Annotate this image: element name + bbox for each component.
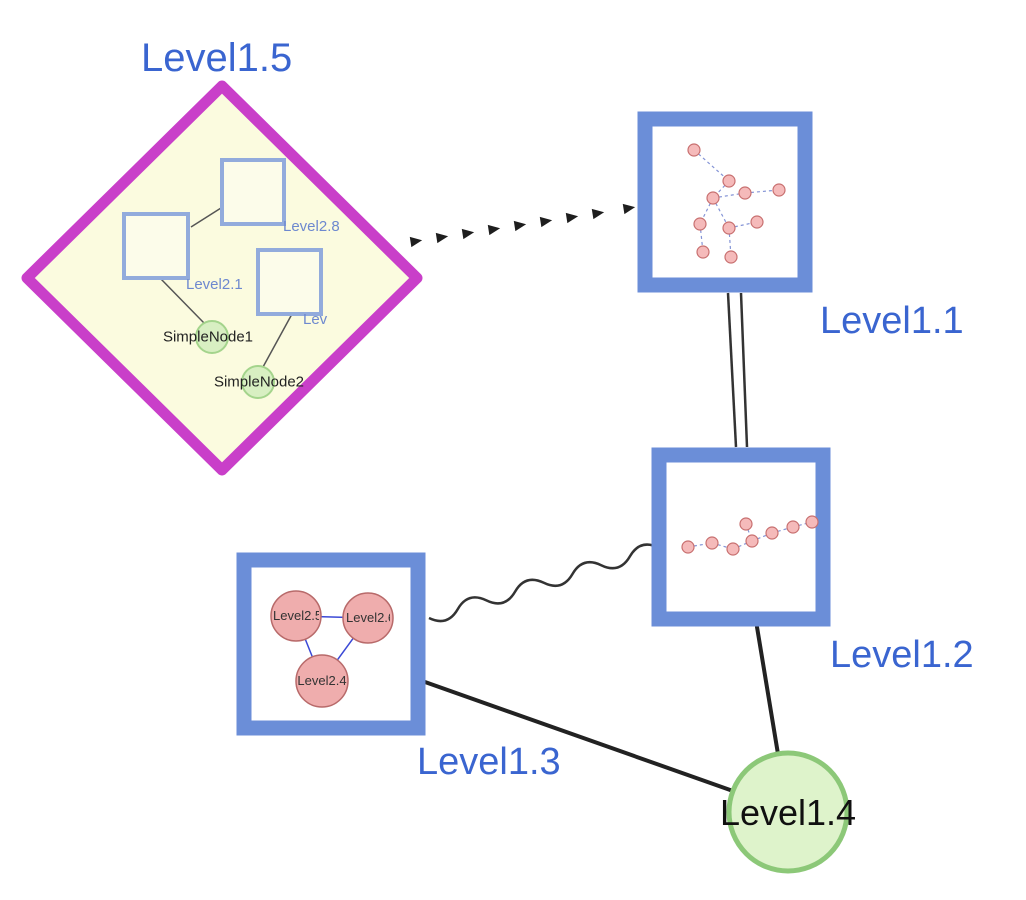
subgraph-node[interactable] — [693, 217, 707, 231]
node-level11-shape[interactable] — [637, 111, 813, 293]
node-level14-label: Level1.4 — [719, 792, 857, 833]
node-level24-shape[interactable] — [295, 654, 349, 708]
node-level13-label: Level1.3 — [417, 741, 561, 783]
edge-level15-level11[interactable] — [391, 203, 636, 248]
subgraph-node[interactable] — [726, 542, 740, 556]
subgraph-node[interactable] — [786, 520, 800, 534]
node-level21-shape[interactable] — [122, 212, 190, 280]
subgraph-node[interactable] — [765, 526, 779, 540]
subgraph-node[interactable] — [772, 183, 786, 197]
edge-level13-level12[interactable] — [428, 543, 660, 623]
subgraph-node[interactable] — [750, 215, 764, 229]
subgraph-node[interactable] — [805, 515, 819, 529]
subgraph-node[interactable] — [706, 191, 720, 205]
node-level12-label: Level1.2 — [830, 634, 974, 676]
node-simplenode1-label: SimpleNode1 — [162, 328, 254, 346]
subgraph-edge — [699, 223, 704, 253]
subgraph-edge — [693, 149, 730, 182]
node-level24-label: Level2.4 — [297, 673, 347, 688]
node-level25-shape[interactable] — [270, 590, 322, 642]
node-level25-label: Level2.5 — [273, 608, 319, 623]
subgraph-level13 — [270, 590, 394, 708]
node-level26-shape[interactable] — [342, 592, 394, 644]
node-lev-shape[interactable] — [256, 248, 323, 316]
node-level14-shape[interactable] — [726, 750, 850, 874]
subgraph-level11 — [687, 143, 786, 264]
node-level21-label: Level2.1 — [186, 276, 243, 293]
subgraph-node[interactable] — [687, 143, 701, 157]
subgraph-node[interactable] — [681, 540, 695, 554]
node-level26-label: Level2.6 — [346, 610, 390, 625]
subgraph-node[interactable] — [724, 250, 738, 264]
edge-lev-simplenode2[interactable] — [262, 313, 293, 368]
node-simplenode2-shape[interactable] — [241, 365, 275, 399]
edge-level13-level14[interactable] — [423, 680, 735, 793]
edge-level11-level12[interactable] — [726, 292, 749, 448]
node-simplenode1-shape[interactable] — [195, 320, 229, 354]
subgraph-node[interactable] — [739, 517, 753, 531]
node-simplenode2-label: SimpleNode2 — [213, 373, 305, 391]
subgraph-node[interactable] — [696, 245, 710, 259]
edge-level21-simplenode1[interactable] — [159, 277, 205, 324]
node-level12-shape[interactable] — [651, 447, 831, 627]
subgraph-edge — [728, 221, 758, 229]
subgraph-node[interactable] — [745, 534, 759, 548]
subgraph-node[interactable] — [738, 186, 752, 200]
node-level11-label: Level1.1 — [820, 300, 964, 342]
node-level15-label: Level1.5 — [141, 36, 293, 80]
node-lev-label: Lev — [303, 311, 328, 328]
subgraph-level12 — [681, 515, 819, 556]
edge-level28-level21[interactable] — [190, 207, 222, 228]
node-level15-shape[interactable] — [21, 80, 423, 476]
node-level28-label: Level2.8 — [283, 218, 340, 235]
subgraph-node[interactable] — [722, 221, 736, 235]
subgraph-node[interactable] — [722, 174, 736, 188]
subgraph-node[interactable] — [705, 536, 719, 550]
node-level28-shape[interactable] — [220, 158, 286, 226]
edge-level12-level14[interactable] — [755, 625, 780, 756]
